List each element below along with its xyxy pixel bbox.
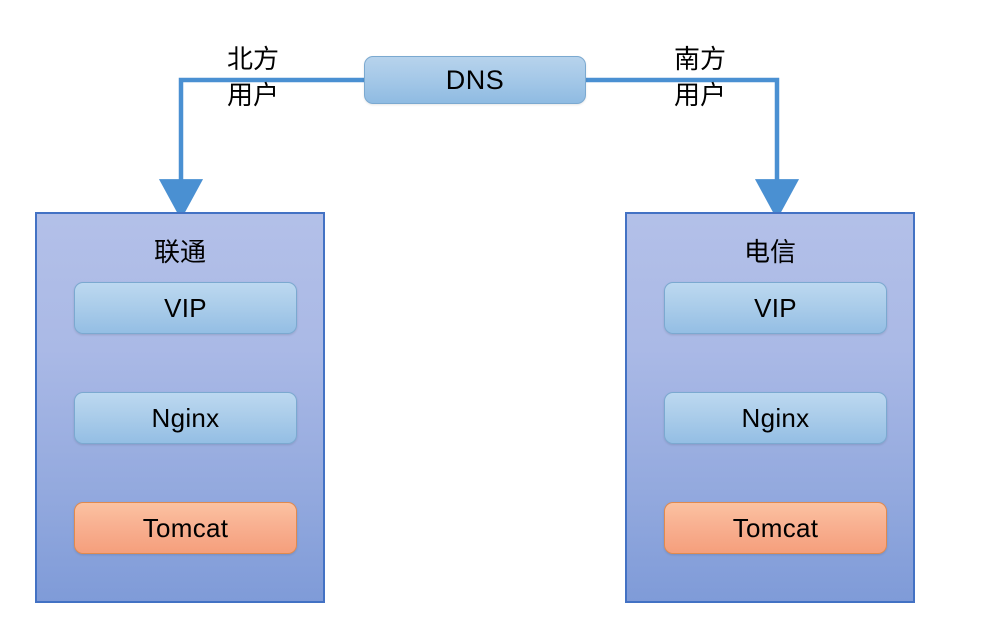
edge-label-south-users: 南方 用户 xyxy=(645,42,755,114)
edge-label-north-users: 北方 用户 xyxy=(198,42,308,114)
dns-node-label: DNS xyxy=(445,64,505,95)
node-vip-liantong-label: VIP xyxy=(164,292,207,323)
node-tomcat-dianxin-label: Tomcat xyxy=(732,512,819,543)
node-tomcat-liantong[interactable]: Tomcat xyxy=(74,502,297,554)
node-nginx-liantong-label: Nginx xyxy=(151,402,220,433)
node-nginx-liantong[interactable]: Nginx xyxy=(74,392,297,444)
region-dianxin-title: 电信 xyxy=(743,238,796,268)
node-tomcat-liantong-label: Tomcat xyxy=(142,512,229,543)
node-vip-liantong[interactable]: VIP xyxy=(74,282,297,334)
node-nginx-dianxin[interactable]: Nginx xyxy=(664,392,887,444)
edge-label-north-users-line2: 用户 xyxy=(226,81,279,111)
edge-label-south-users-line1: 南方 xyxy=(673,45,726,75)
node-vip-dianxin[interactable]: VIP xyxy=(664,282,887,334)
region-liantong[interactable]: 联通 VIP Nginx Tomcat xyxy=(35,212,325,603)
node-vip-dianxin-label: VIP xyxy=(754,292,797,323)
region-dianxin[interactable]: 电信 VIP Nginx Tomcat xyxy=(625,212,915,603)
node-nginx-dianxin-label: Nginx xyxy=(741,402,810,433)
region-liantong-title: 联通 xyxy=(153,238,206,268)
node-tomcat-dianxin[interactable]: Tomcat xyxy=(664,502,887,554)
edge-label-north-users-line1: 北方 xyxy=(226,45,279,75)
dns-node[interactable]: DNS xyxy=(364,56,586,104)
edge-label-south-users-line2: 用户 xyxy=(673,81,726,111)
